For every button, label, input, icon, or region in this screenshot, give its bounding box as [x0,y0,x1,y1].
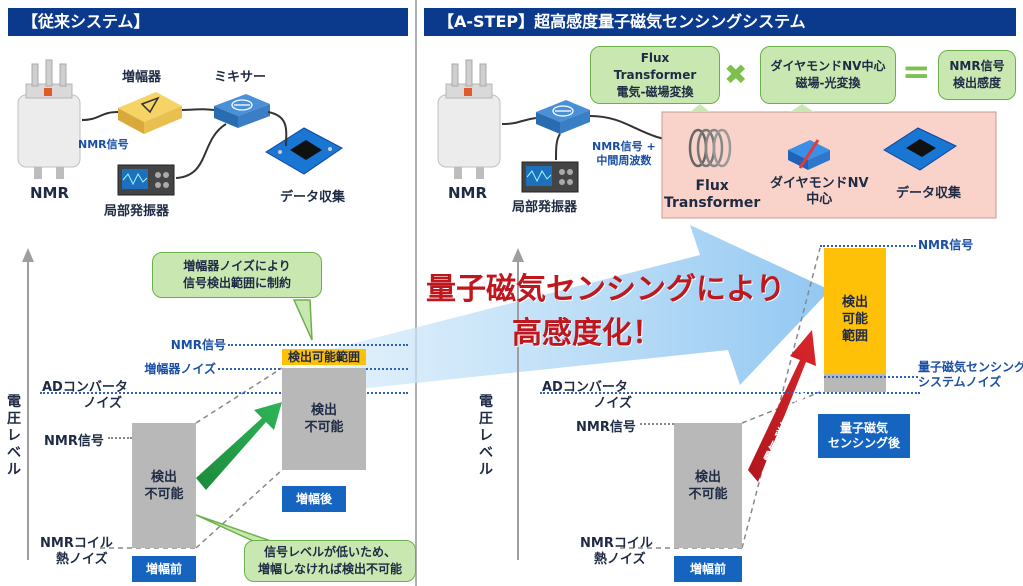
data-board-icon-right [883,127,958,171]
flux-label: Flux Transformer [664,178,761,211]
amplifier-label: 増幅器 [122,70,162,85]
left-detectable-range: 検出可能範囲 [282,349,366,365]
right-detectable-range: 検出 可能 範囲 [824,248,886,374]
left-axis-label: 電圧レベル [7,394,21,478]
nmr-magnet-icon [17,59,81,179]
data-collection-label-right: データ収集 [896,186,962,201]
low-signal-callout: 信号レベルが低いため、 増幅しなければ検出不可能 [244,540,416,582]
diamond-nv-icon [788,139,830,170]
right-level-adc-2: ノイズ [593,396,632,411]
nmr-signal-flow-label: NMR信号 [78,138,129,151]
right-level-coil-1: NMRコイル [580,536,653,551]
big-transition-arrow [320,225,830,392]
oscillator-device-icon [117,164,175,196]
left-panel-title: 【従来システム】 [8,8,408,36]
oscillator-device-icon-right [521,161,579,193]
right-level-nmr-signal: NMR信号 [576,420,636,435]
mixer-label: ミキサー [214,70,267,85]
left-level-coil-2: 熱ノイズ [56,552,108,567]
oscillator-label: 局部発振器 [104,204,170,219]
equals-symbol: = [902,52,931,92]
amplifier-device-icon [118,92,182,134]
data-collection-label: データ収集 [280,190,346,205]
left-bar-before: 検出 不可能 [132,423,196,548]
right-level-coil-2: 熱ノイズ [594,552,646,567]
result-bubble: NMR信号 検出感度 [938,50,1016,100]
data-board-icon [265,127,343,175]
mixer-device-icon [214,94,270,128]
left-before-label: 増幅前 [132,556,196,582]
nmr-magnet-icon-right [437,59,501,179]
right-level-quantum-2: システムノイズ [918,375,1002,389]
left-bar-after: 検出 不可能 [282,368,366,470]
times-symbol: ✖ [724,58,748,91]
right-line-nmr-signal-top [820,245,916,247]
right-bar-before: 検出 不可能 [674,423,742,548]
flux-transformer-icon [688,128,732,168]
nmr-label-right: NMR [448,184,488,202]
nmr-label: NMR [30,184,70,202]
left-level-nmr-signal: NMR信号 [44,434,104,449]
oscillator-label-right: 局部発振器 [512,200,578,215]
amp-noise-callout: 増幅器ノイズにより 信号検出範囲に制約 [152,252,322,298]
right-axis-label: 電圧レベル [479,394,493,478]
left-level-amp-noise: 増幅器ノイズ [144,362,216,376]
headline-line1: 量子磁気センシングにより [426,272,786,307]
right-level-quantum-1: 量子磁気センシング [918,360,1023,374]
right-after-label: 量子磁気 センシング後 [818,414,910,458]
left-level-coil-1: NMRコイル [40,536,113,551]
right-quantum-noise-bar [824,374,886,392]
right-panel-title: 【A-STEP】超高感度量子磁気センシングシステム [424,8,1016,36]
signal-flow-label: NMR信号 + 中間周波数 [592,140,656,167]
left-line-nmr-signal-top [228,344,408,346]
left-level-adc-1: ADコンバータ [42,380,128,395]
right-before-label: 増幅前 [674,556,742,582]
headline-line2: 高感度化！ [512,316,662,351]
nv-label: ダイヤモンドNV 中心 [770,176,869,207]
left-level-nmr-signal-top: NMR信号 [170,338,226,352]
left-after-label: 増幅後 [282,486,346,512]
left-level-adc-2: ノイズ [83,396,122,411]
mixer-device-icon-right [536,100,590,134]
right-level-adc-1: ADコンバータ [542,380,628,395]
right-line-nmr-signal [640,423,674,425]
left-line-nmr-signal [108,437,132,439]
right-line-adc [540,392,920,394]
conversion-arrow [748,330,816,482]
right-level-nmr-signal-top: NMR信号 [918,238,974,252]
electric-amplification-arrow [196,402,282,490]
right-line-quantum-noise [824,376,918,378]
flux-transformer-bubble: Flux Transformer 電気-磁場変換 [590,46,720,104]
diamond-nv-bubble: ダイヤモンドNV中心 磁場-光変換 [760,46,896,104]
left-line-adc [40,392,408,394]
